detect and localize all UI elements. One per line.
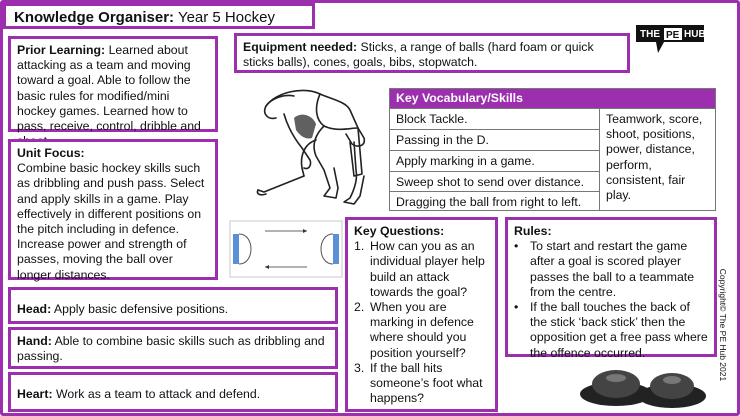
heart-box: Heart: Work as a team to attack and defe… (8, 372, 338, 412)
title-prefix: Knowledge Organiser: (14, 9, 175, 26)
question-text: When you are marking in defence where sh… (370, 300, 474, 360)
head-text: Apply basic defensive positions. (53, 302, 229, 316)
questions-label: Key Questions: (354, 224, 445, 238)
hockey-player-illustration (256, 89, 366, 205)
logo-text-pe: PE (666, 30, 680, 41)
hand-label: Hand: (17, 334, 52, 348)
hand-text: Able to combine basic skills such as dri… (17, 334, 325, 364)
vocabulary-row: Sweep shot to send over distance. (390, 171, 600, 192)
rule-text: If the ball touches the back of the stic… (530, 300, 708, 360)
unit-label: Unit Focus: (17, 146, 85, 160)
question-item: 2. When you are marking in defence where … (354, 300, 489, 361)
title-suffix: Year 5 Hockey (177, 9, 275, 26)
key-questions-box: Key Questions: 1. How can you as an indiv… (345, 217, 498, 412)
vocabulary-heading: Key Vocabulary/Skills (390, 89, 715, 108)
rules-box: Rules: • To start and restart the game af… (505, 217, 717, 360)
question-text: How can you as an individual player help… (370, 239, 485, 299)
cones-illustration (580, 370, 706, 408)
vocabulary-row: Apply marking in a game. (390, 150, 600, 171)
question-number: 2. (354, 300, 365, 315)
equipment-label: Equipment needed: (243, 40, 358, 54)
prior-text: Learned about attacking as a team and mo… (17, 43, 201, 148)
pe-hub-logo: THE PE HUB (636, 25, 706, 53)
unit-focus-box: Unit Focus: Combine basic hockey skills … (8, 139, 218, 282)
page-title: Knowledge Organiser: Year 5 Hockey (3, 3, 315, 29)
question-number: 1. (354, 239, 365, 254)
vocabulary-row: Dragging the ball from right to left. (390, 191, 600, 211)
copyright-notice: Copyright© The PE Hub 2021 (716, 250, 730, 400)
rule-text: To start and restart the game after a go… (530, 239, 695, 299)
equipment-box: Equipment needed: Sticks, a range of bal… (234, 33, 630, 73)
vocabulary-table: Key Vocabulary/Skills Block Tackle. Pass… (389, 88, 716, 211)
hockey-pitch-diagram (229, 220, 343, 278)
rule-item: • To start and restart the game after a g… (514, 239, 708, 300)
prior-learning-box: Prior Learning: Learned about attacking … (8, 36, 218, 148)
head-label: Head: (17, 302, 52, 316)
vocabulary-row: Block Tackle. (390, 108, 600, 129)
question-item: 1. How can you as an individual player he… (354, 239, 489, 300)
heart-text: Work as a team to attack and defend. (55, 387, 261, 401)
logo-text-the: THE (640, 29, 660, 40)
questions-list: 1. How can you as an individual player he… (354, 239, 489, 406)
question-text: If the ball hits someone’s foot what hap… (370, 360, 483, 406)
hand-box: Hand: Able to combine basic skills such … (8, 327, 338, 369)
rules-list: • To start and restart the game after a g… (514, 239, 708, 361)
rule-item: • If the ball touches the back of the sti… (514, 300, 708, 361)
equipment-text: Sticks, a range of balls (hard foam or q… (243, 40, 594, 70)
vocabulary-keywords: Teamwork, score, shoot, positions, power… (600, 108, 715, 210)
unit-text: Combine basic hockey skills such as drib… (17, 161, 205, 282)
copyright-text: Copyright© The PE Hub 2021 (718, 268, 728, 382)
logo-text-hub: HUB (684, 29, 706, 40)
heart-label: Heart: (17, 387, 53, 401)
head-box: Head: Apply basic defensive positions. (8, 287, 338, 324)
rule-bullet: • (514, 300, 519, 315)
question-number: 3. (354, 360, 365, 375)
vocabulary-row: Passing in the D. (390, 129, 600, 150)
rule-bullet: • (514, 239, 519, 254)
question-item: 3. If the ball hits someone’s foot what h… (354, 361, 489, 407)
prior-label: Prior Learning: (17, 43, 106, 57)
rules-label: Rules: (514, 224, 552, 238)
